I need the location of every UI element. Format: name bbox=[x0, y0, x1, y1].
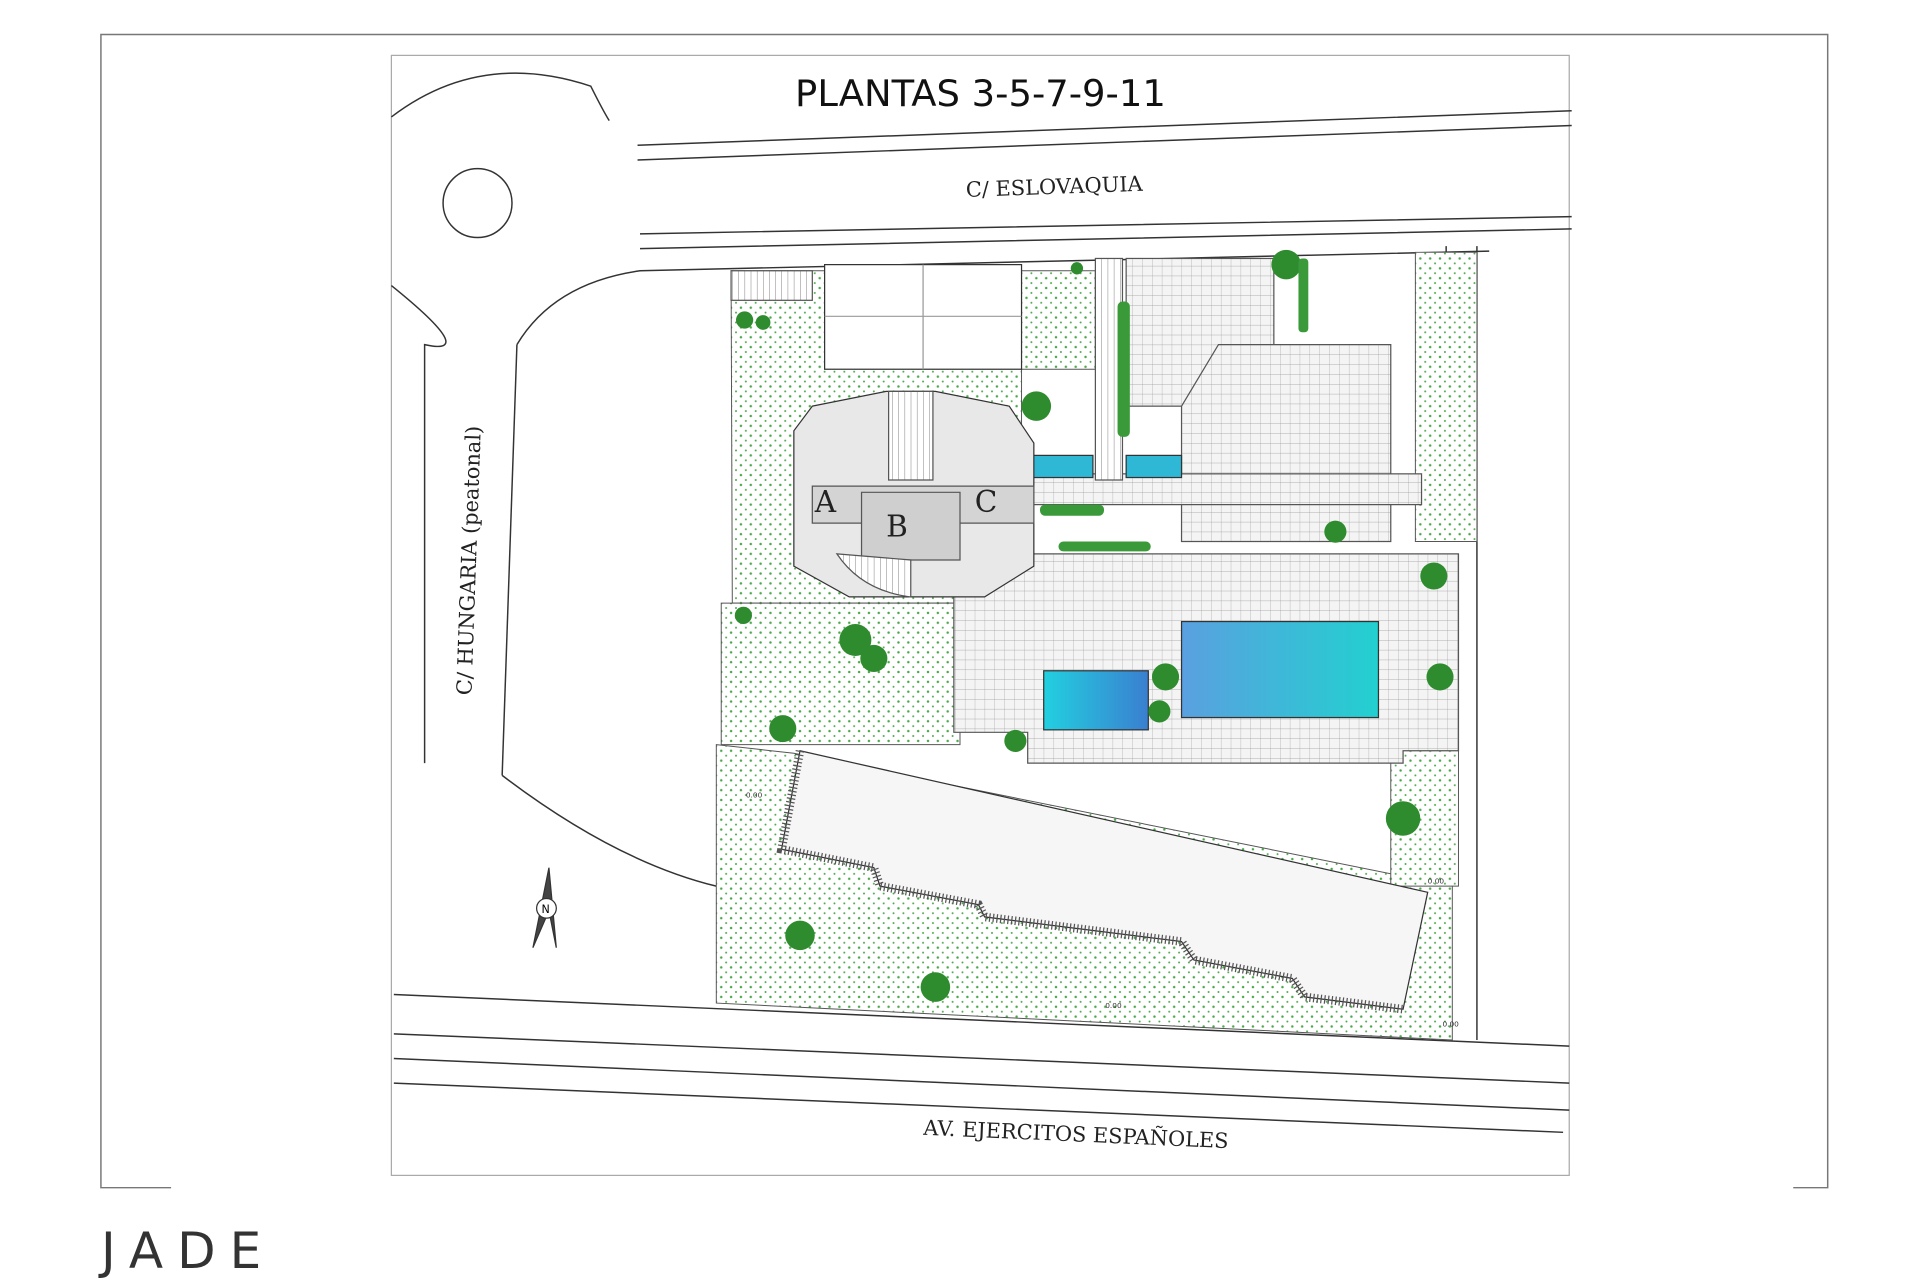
north-arrow: N bbox=[532, 867, 557, 948]
block-label-c: C bbox=[975, 485, 998, 519]
kids-pool bbox=[1043, 670, 1149, 731]
block-label-a: A bbox=[814, 485, 837, 519]
svg-text:N: N bbox=[542, 903, 550, 916]
roads bbox=[390, 72, 1572, 1134]
level-mark: 0.00 bbox=[1428, 877, 1445, 886]
palm-trees bbox=[734, 249, 1454, 1002]
small-pool-1 bbox=[1030, 454, 1094, 479]
building-abc: A B C bbox=[793, 390, 1035, 598]
small-pool-2 bbox=[1125, 454, 1183, 479]
brand-logo: JADE bbox=[101, 1222, 276, 1280]
roundabout bbox=[442, 167, 513, 239]
building-south bbox=[776, 749, 1429, 1014]
level-mark: 0.00 bbox=[1105, 1001, 1122, 1010]
plan-title: PLANTAS 3-5-7-9-11 bbox=[795, 72, 1166, 115]
hedges bbox=[1040, 258, 1309, 552]
block-label-b: B bbox=[886, 510, 908, 544]
level-mark: 0.00 bbox=[1442, 1019, 1459, 1028]
page-frame bbox=[100, 33, 1829, 1189]
level-mark: 0.00 bbox=[746, 791, 763, 800]
main-pool bbox=[1180, 620, 1380, 719]
